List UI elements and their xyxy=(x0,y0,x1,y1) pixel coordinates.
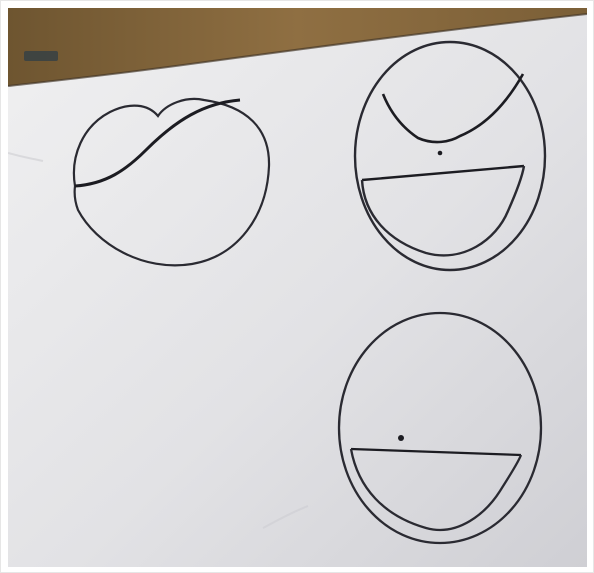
whiteboard-photo-svg xyxy=(8,8,587,567)
magnet-clip xyxy=(24,51,58,61)
whiteboard-photo xyxy=(8,8,587,567)
top-face-eye-dot xyxy=(438,151,443,156)
bottom-face-eye-dot xyxy=(398,435,404,441)
whiteboard-surface xyxy=(8,8,587,567)
